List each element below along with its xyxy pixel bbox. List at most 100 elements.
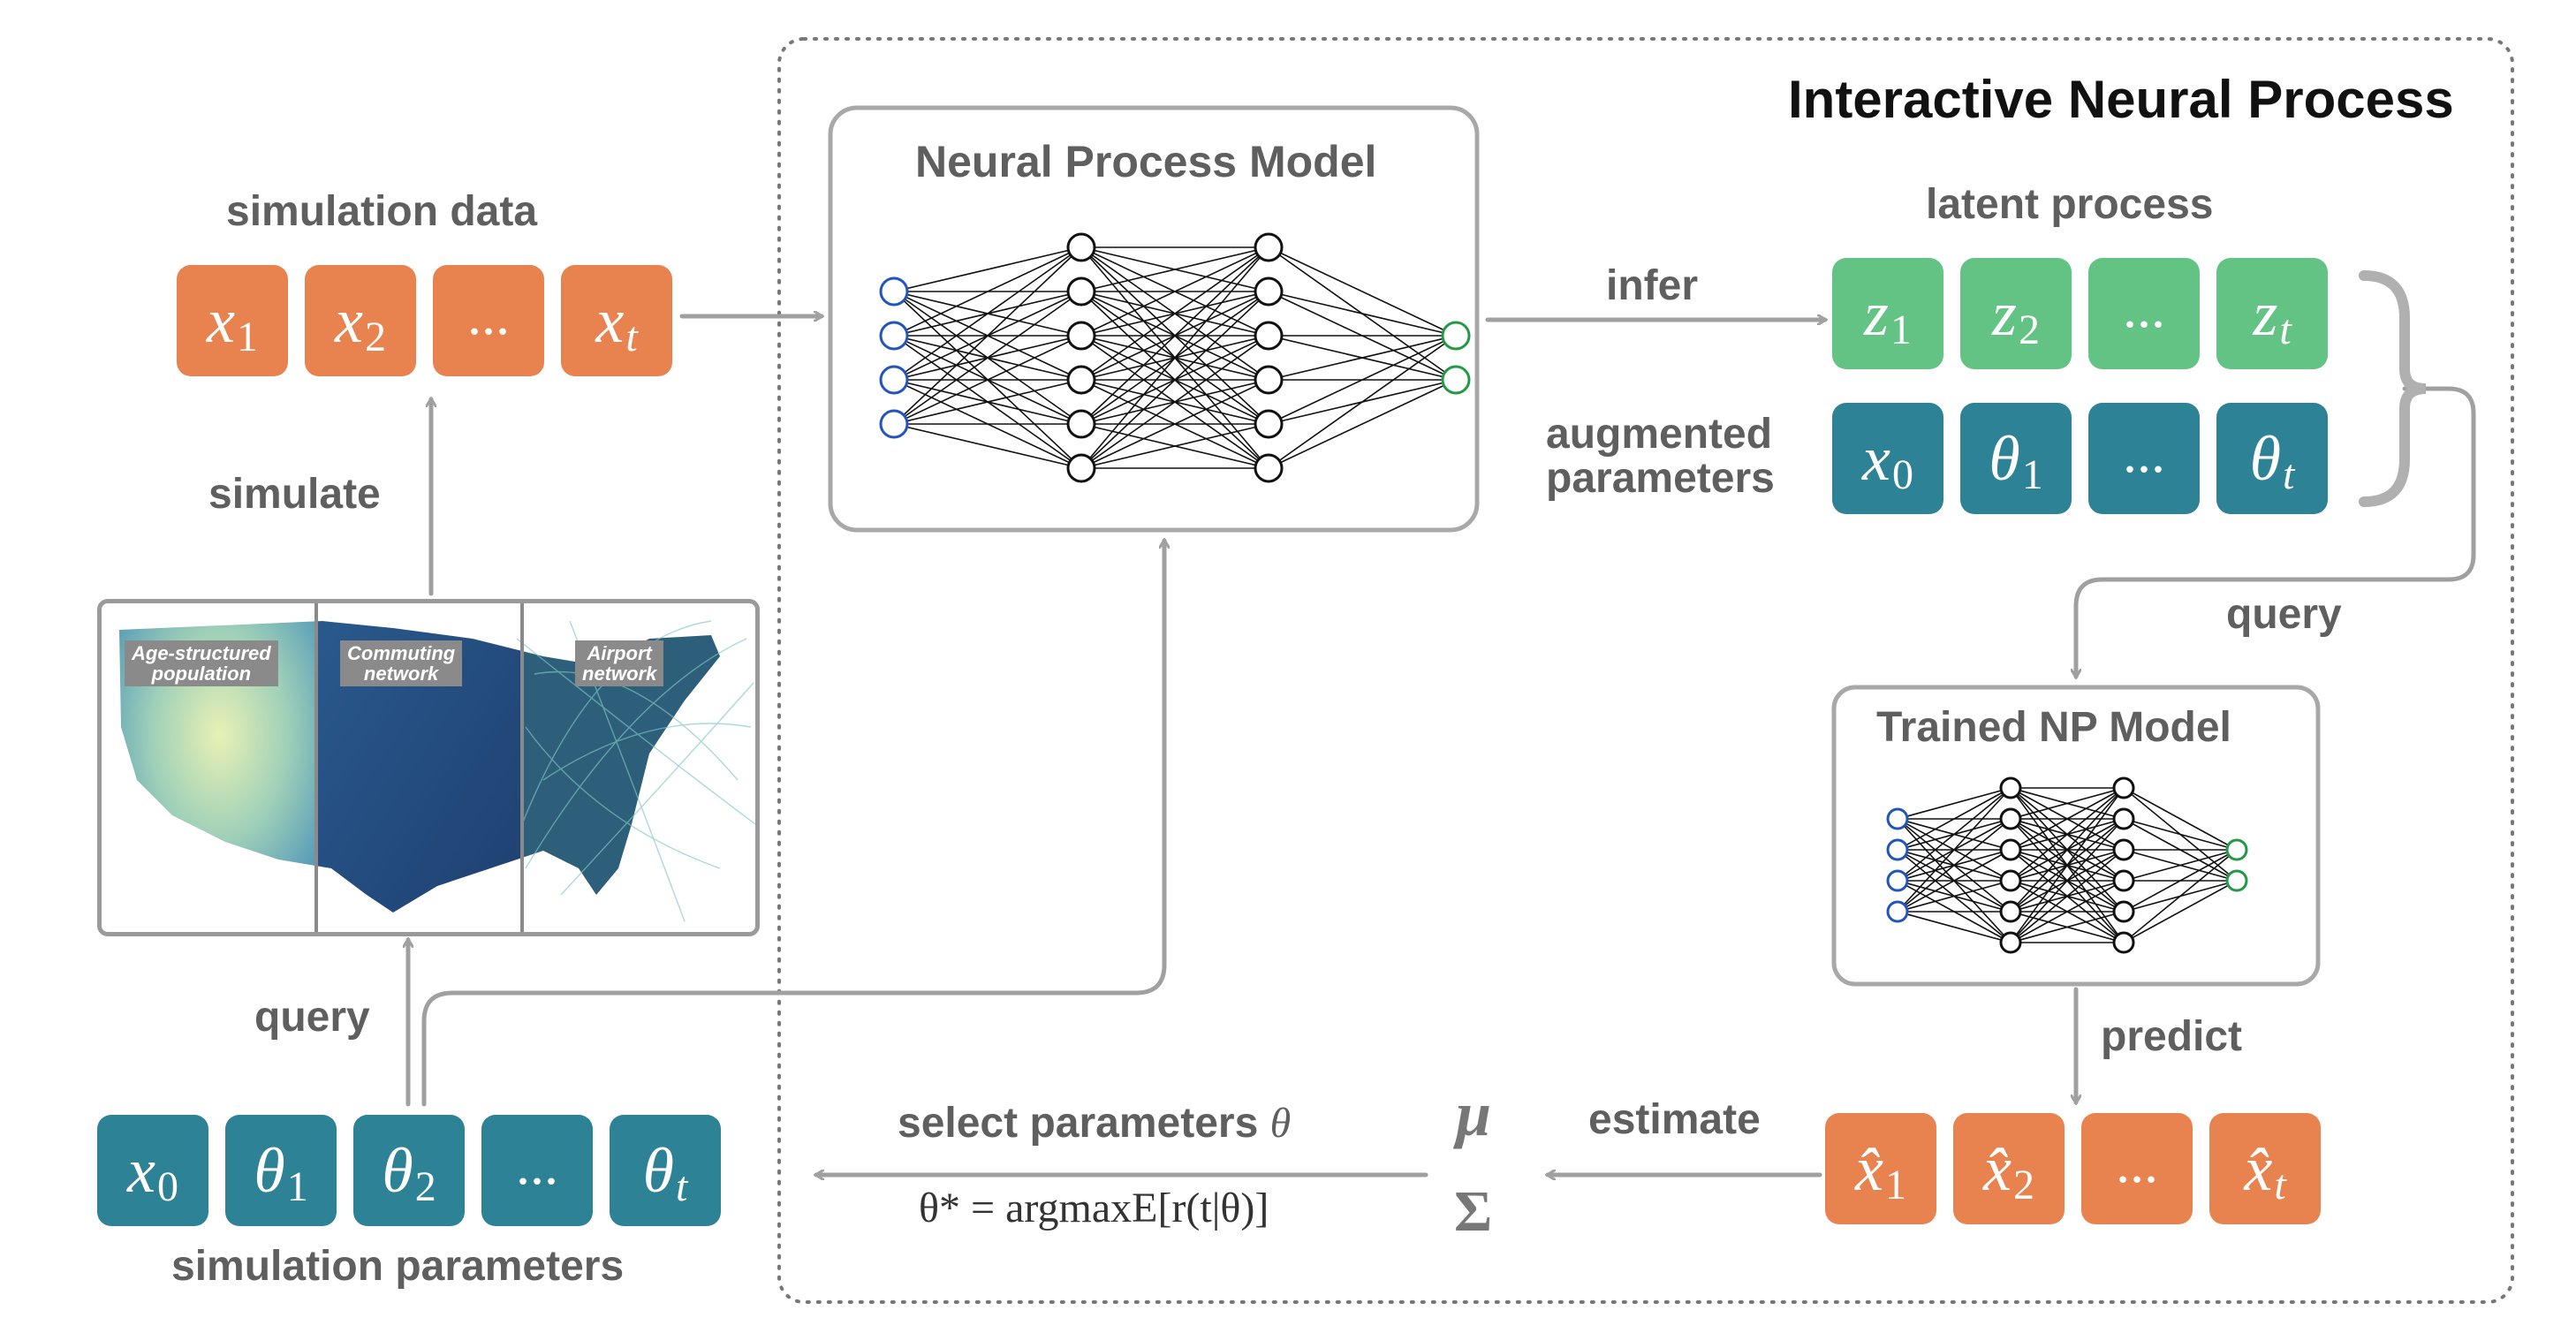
query-label-right: query	[2226, 591, 2342, 638]
np-model-edge	[1080, 291, 1269, 469]
trained-np-model-edge	[2123, 849, 2238, 882]
np-model-edge	[1268, 335, 1457, 381]
predict-label: predict	[2101, 1013, 2243, 1060]
trained-np-model-edge	[2123, 818, 2238, 851]
trained-np-model-edge	[1897, 787, 2012, 851]
np-model-hidden-node	[1254, 365, 1284, 395]
trained-np-model-hidden-node	[1999, 869, 2022, 892]
np-model-edge	[1080, 379, 1269, 469]
prediction-token: x̂t	[2209, 1113, 2321, 1224]
arrow-query-right	[2076, 386, 2476, 677]
trained-np-model-edge	[2010, 787, 2125, 882]
trained-np-model-edge	[1897, 787, 2012, 913]
np-model-edge	[1268, 246, 1457, 337]
trained-np-model-edge	[2010, 787, 2125, 820]
np-model-title: Neural Process Model	[915, 137, 1377, 186]
np-model-edge	[893, 335, 1082, 425]
theta-symbol: θ	[1269, 1100, 1292, 1147]
prediction-token: ...	[2081, 1113, 2193, 1224]
trained-np-model-hidden-node	[1999, 900, 2022, 923]
latent-process-label: latent process	[1926, 181, 2214, 228]
np-model-edge	[1080, 246, 1269, 337]
trained-np-model-edge	[2123, 849, 2238, 943]
trained-np-model-output-node	[2225, 838, 2248, 861]
np-model-edge	[1268, 291, 1457, 337]
trained-np-model-hidden-node	[1999, 931, 2022, 954]
trained-np-model-input-node	[1886, 838, 1909, 861]
trained-np-model-hidden-node	[1999, 776, 2022, 799]
trained-np-model-hidden-node	[2112, 776, 2135, 799]
trained-np-model-edge	[2010, 880, 2125, 943]
trained-np-model-edge	[2010, 849, 2125, 943]
np-model-edge	[893, 246, 1082, 292]
simulation-parameters-label: simulation parameters	[171, 1243, 625, 1290]
prediction-token: x̂2	[1953, 1113, 2065, 1224]
np-model-edge	[1080, 246, 1269, 381]
np-model-edge	[893, 246, 1082, 381]
np-model-edge	[1080, 423, 1269, 469]
np-model-input-node	[879, 409, 909, 439]
simulate-label: simulate	[208, 471, 381, 518]
np-model-edge	[1268, 335, 1457, 425]
simulation-parameter-token: ...	[481, 1115, 593, 1226]
augmented-parameters-label-line1: augmented	[1546, 411, 1773, 458]
trained-np-model-edge	[2123, 787, 2238, 851]
np-model-output-node	[1441, 365, 1471, 395]
trained-np-model-input-node	[1886, 900, 1909, 923]
np-model-edge	[893, 246, 1082, 337]
sigma-symbol: Σ	[1454, 1179, 1493, 1244]
query-label-left: query	[254, 994, 370, 1041]
np-model-edge	[1080, 246, 1269, 292]
np-model-edge	[1268, 335, 1457, 469]
trained-np-model-hidden-node	[1999, 838, 2022, 861]
np-model-edge	[893, 423, 1082, 469]
np-model-hidden-node	[1254, 276, 1284, 307]
trained-np-model-hidden-node	[2112, 807, 2135, 830]
trained-np-model-output-node	[2225, 869, 2248, 892]
trained-np-model-hidden-node	[2112, 900, 2135, 923]
np-model-hidden-node	[1254, 232, 1284, 262]
np-model-hidden-node	[1066, 232, 1096, 262]
latent-token: ...	[2088, 258, 2200, 369]
np-model-input-node	[879, 276, 909, 307]
trained-np-model-edge	[2010, 787, 2125, 851]
select-parameters-label: select parameters θ	[898, 1099, 1291, 1147]
trained-np-model-hidden-node	[2112, 931, 2135, 954]
np-model-edge	[1080, 246, 1269, 425]
trained-np-model-edge	[1897, 911, 2012, 943]
argmax-formula: θ* = argmaxE[r(t|θ)]	[919, 1185, 1269, 1231]
trained-np-model-edge	[2010, 911, 2125, 943]
neural-network-small	[1886, 776, 2248, 954]
trained-np-model-edge	[2010, 787, 2125, 943]
np-model-hidden-node	[1066, 276, 1096, 307]
np-model-edge	[1268, 379, 1457, 469]
trained-np-model-hidden-node	[2112, 838, 2135, 861]
trained-np-model-edge	[1897, 849, 2012, 913]
select-parameters-text: select parameters	[898, 1100, 1259, 1147]
augmented-parameter-token: ...	[2088, 403, 2200, 514]
trained-np-model-edge	[1897, 787, 2012, 882]
mu-symbol: μ	[1456, 1079, 1492, 1149]
trained-np-model-edge	[1897, 787, 2012, 820]
infer-label: infer	[1606, 262, 1699, 309]
trained-np-model-edge	[2010, 818, 2125, 943]
np-model-input-node	[879, 321, 909, 351]
trained-np-model-edge	[2010, 787, 2125, 913]
curly-brace	[2359, 270, 2427, 507]
trained-np-model-input-node	[1886, 807, 1909, 830]
simulation-data-label: simulation data	[226, 188, 538, 235]
diagram-title: Interactive Neural Process	[1788, 70, 2454, 129]
